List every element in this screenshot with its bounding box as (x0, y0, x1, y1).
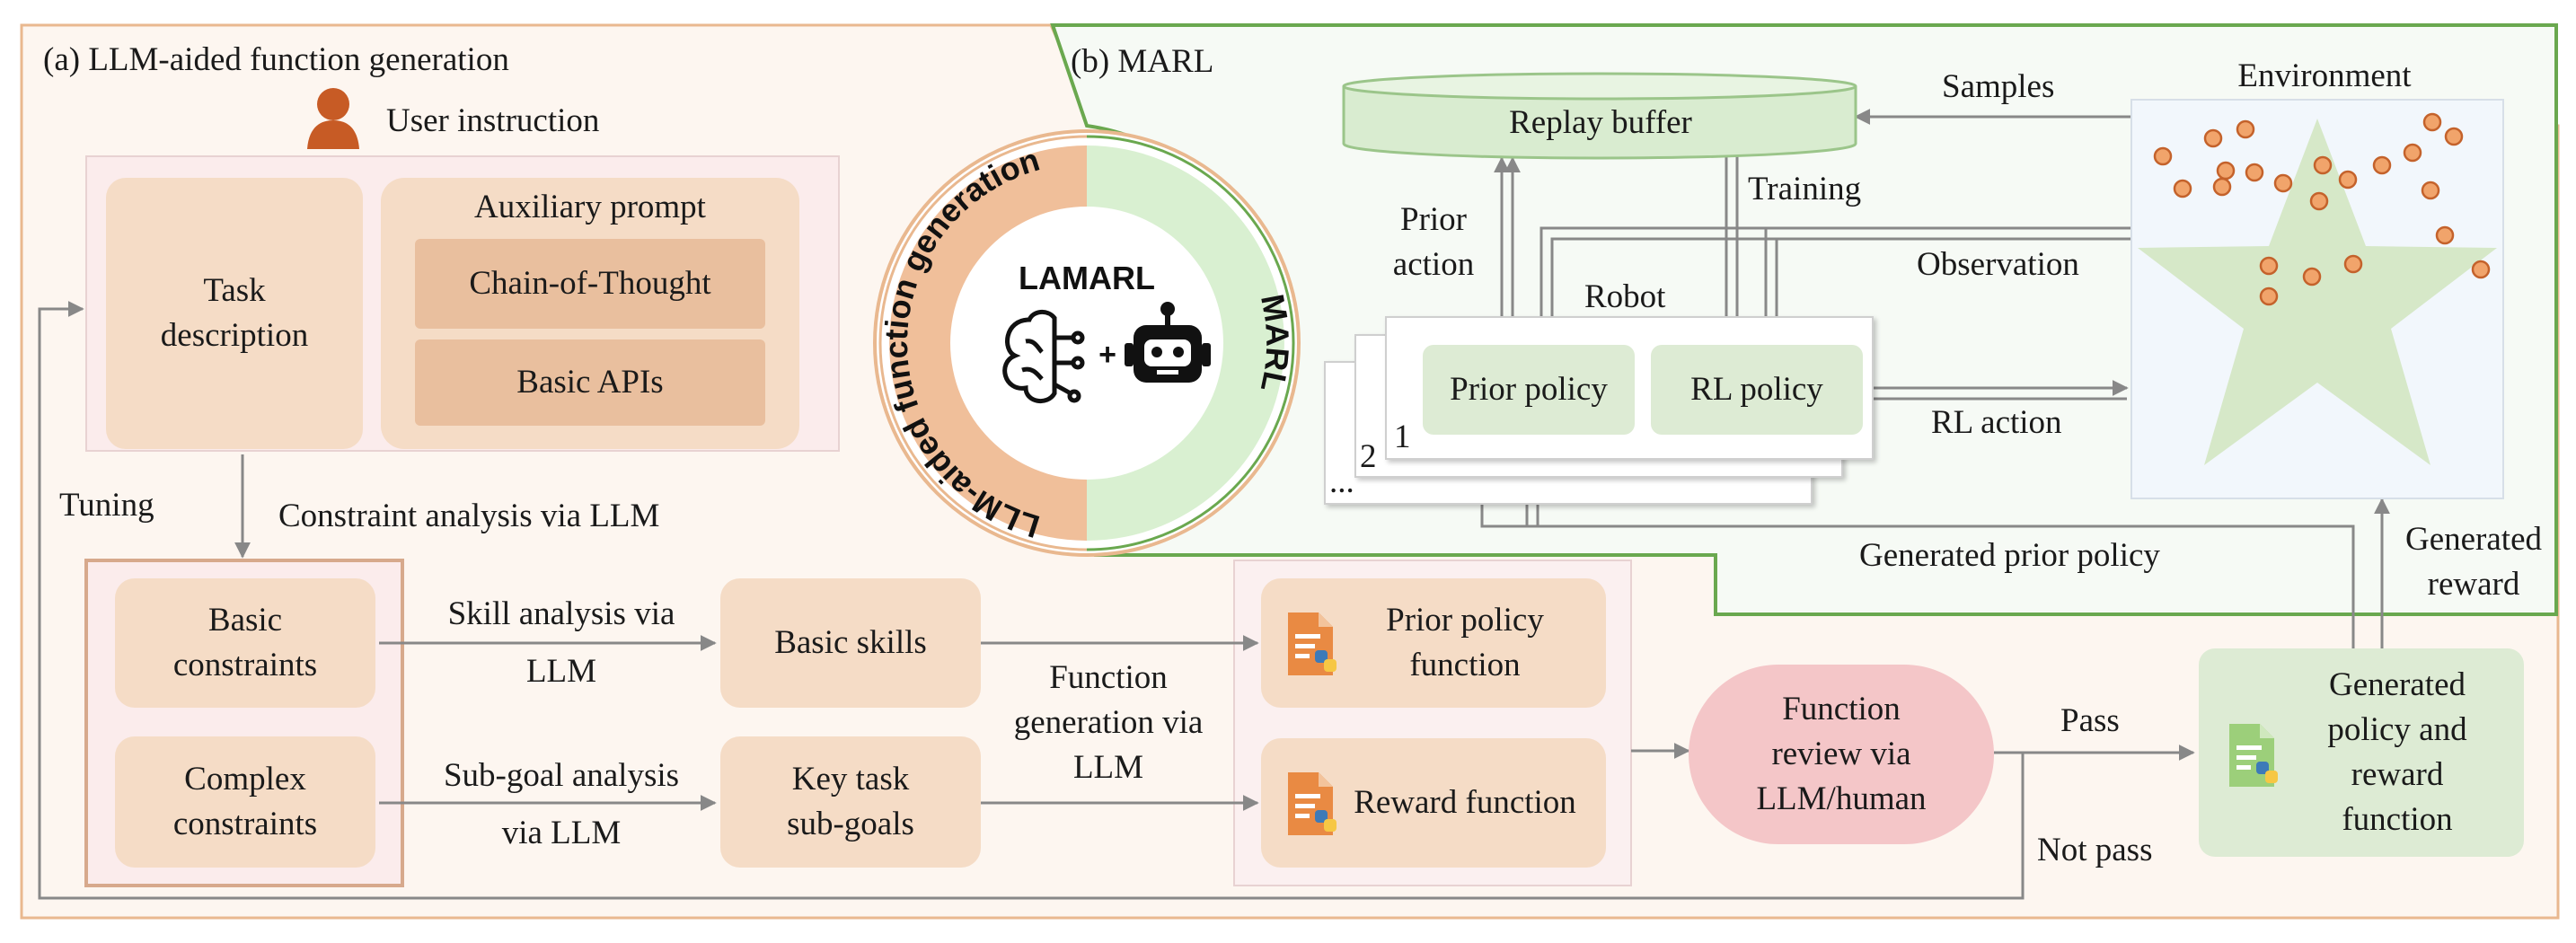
brain-icon (1002, 310, 1085, 403)
prior-policy-function-label: Prior policy function (1386, 602, 1544, 683)
prior-action-label: Prior action (1392, 201, 1475, 283)
robot-agent (2153, 146, 2173, 166)
robot-agent (2259, 286, 2279, 306)
training-label: Training (1748, 171, 1862, 207)
lamarl-logo: LLM-aided function generation MARL LAMAR… (873, 129, 1301, 557)
robot-agent (2309, 191, 2329, 211)
robot-agent (2444, 127, 2464, 146)
pass-label: Pass (2060, 702, 2120, 739)
skill-analysis-label: Skill analysis via LLM (447, 595, 675, 690)
generated-prior-policy-label: Generated prior policy (1859, 537, 2160, 574)
prior-policy-function-box: Prior policy function (1261, 578, 1606, 708)
robot-agent (2372, 155, 2392, 175)
samples-label: Samples (1942, 68, 2055, 105)
logo-name: LAMARL (1019, 260, 1155, 296)
reward-function-label: Reward function (1354, 784, 1576, 821)
robot-agent (2435, 225, 2455, 245)
auxiliary-prompt-label: Auxiliary prompt (474, 189, 706, 225)
environment-label: Environment (2237, 57, 2412, 94)
reward-function-box: Reward function (1261, 738, 1606, 868)
robot-agent (2273, 173, 2293, 193)
robot-agent (2338, 170, 2358, 189)
robot-agent (2173, 179, 2192, 198)
task-description-box: Task description (106, 178, 363, 449)
svg-text:MARL: MARL (1254, 291, 1297, 395)
robot-agent (2212, 177, 2232, 197)
robot-agent (2302, 267, 2322, 286)
python-doc-icon (1288, 613, 1337, 675)
star-formation (2138, 119, 2497, 465)
environment-panel (2130, 99, 2504, 499)
rl-action-label: RL action (1931, 404, 2062, 441)
constraint-analysis-label: Constraint analysis via LLM (278, 498, 660, 534)
robot-agents (2153, 112, 2491, 306)
rl-policy-box: RL policy (1651, 345, 1863, 435)
function-review-box: Function review via LLM/human (1689, 665, 1994, 844)
subgoal-analysis-label: Sub-goal analysis via LLM (443, 757, 680, 851)
robot-agent (2259, 256, 2279, 276)
generated-policy-label: Generated policy and reward function (2327, 666, 2467, 838)
robot-icon (1125, 302, 1211, 383)
python-doc-icon (2229, 724, 2278, 787)
robot-agent (2216, 161, 2236, 181)
robot-agent (2403, 143, 2422, 163)
python-doc-icon (1288, 772, 1337, 835)
robot-agent (2203, 128, 2223, 148)
basic-apis-box: Basic APIs (415, 339, 765, 426)
robot-agent (2245, 163, 2264, 182)
generated-reward-label: Generated reward (2404, 521, 2543, 603)
observation-label: Observation (1917, 246, 2079, 283)
complex-constraints-box: Complex constraints (115, 736, 375, 868)
panel-a-title: (a) LLM-aided function generation (43, 41, 509, 78)
basic-constraints-box: Basic constraints (115, 578, 375, 708)
user-icon (307, 88, 359, 149)
tuning-label: Tuning (59, 487, 154, 524)
replay-buffer-cylinder (1342, 72, 1857, 160)
robot-agent (2471, 260, 2491, 279)
robot-agent (2236, 119, 2255, 139)
robot-index-2: 2 (1360, 438, 1377, 475)
logo-right-arc: MARL (1254, 291, 1297, 395)
function-generation-label: Function generation via LLM (1013, 659, 1204, 786)
not-pass-label: Not pass (2037, 832, 2153, 868)
robot-label: Robot (1584, 278, 1666, 315)
logo-plus: + (1098, 338, 1116, 372)
robot-agent (2313, 155, 2333, 175)
user-instruction-label: User instruction (386, 102, 600, 139)
robot-index-3: ... (1329, 463, 1354, 500)
chain-of-thought-box: Chain-of-Thought (415, 239, 765, 329)
panel-b-title: (b) MARL (1071, 43, 1214, 80)
robot-agent (2343, 254, 2363, 274)
robot-agent (2422, 112, 2442, 132)
basic-skills-box: Basic skills (720, 578, 981, 708)
robot-agent (2421, 181, 2440, 200)
key-subgoals-box: Key task sub-goals (720, 736, 981, 868)
replay-buffer-label: Replay buffer (1509, 104, 1692, 141)
generated-policy-box: Generated policy and reward function (2199, 648, 2524, 857)
robot-index-1: 1 (1394, 419, 1411, 455)
prior-policy-box: Prior policy (1423, 345, 1635, 435)
